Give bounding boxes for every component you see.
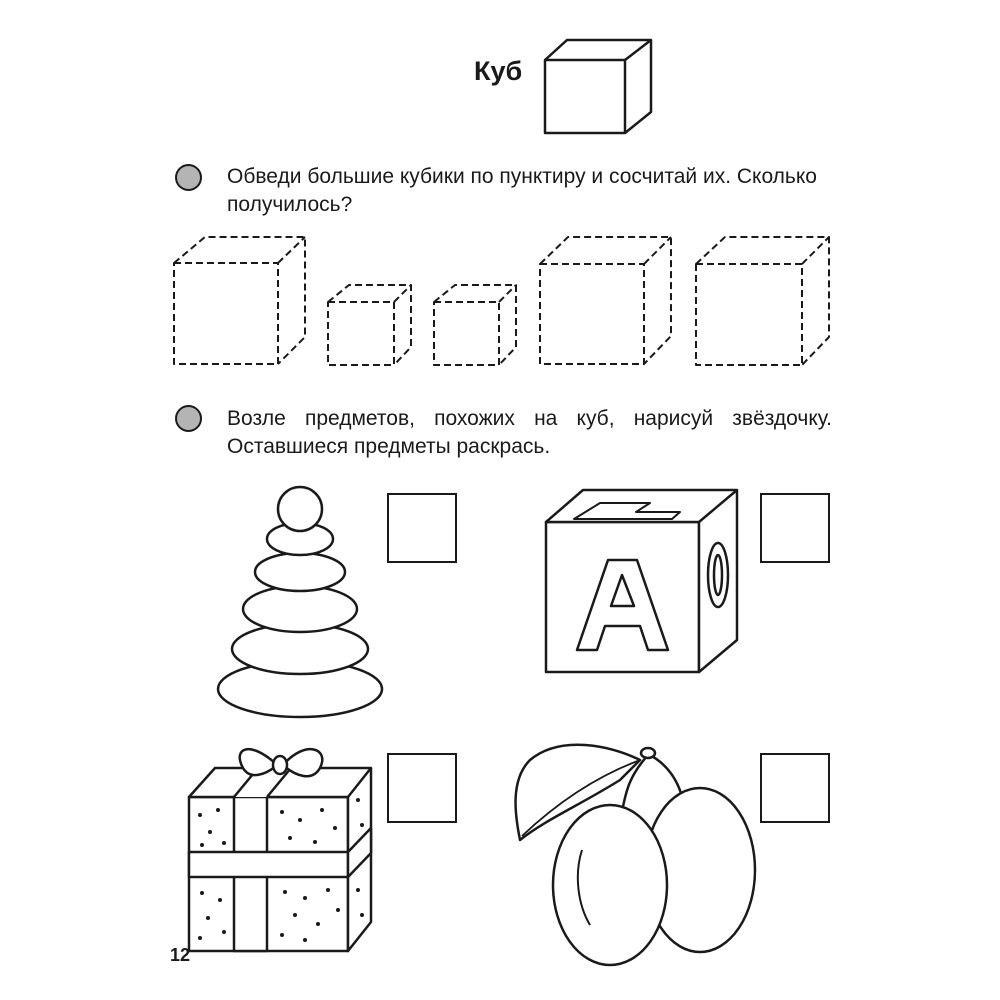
task-bullet — [175, 405, 202, 432]
dashed-cube-small-icon — [433, 284, 517, 366]
page-number: 12 — [170, 945, 191, 965]
answer-box-pyramid[interactable] — [387, 493, 457, 563]
dashed-cube-small-icon — [327, 284, 412, 366]
task-1-instruction: Обведи большие кубики по пунктиру и сосч… — [227, 165, 817, 216]
answer-box-gift[interactable] — [387, 753, 457, 823]
dashed-cube-large-icon — [695, 236, 830, 366]
answer-box-plums[interactable] — [760, 753, 830, 823]
page-title: Куб — [474, 56, 523, 86]
dashed-cube-large-icon — [539, 236, 672, 365]
task-bullet — [175, 164, 202, 191]
dashed-cube-large-icon — [173, 236, 306, 365]
answer-box-block[interactable] — [760, 493, 830, 563]
task-2-instruction: Возле предметов, похожих на куб, нарисуй… — [227, 407, 832, 458]
